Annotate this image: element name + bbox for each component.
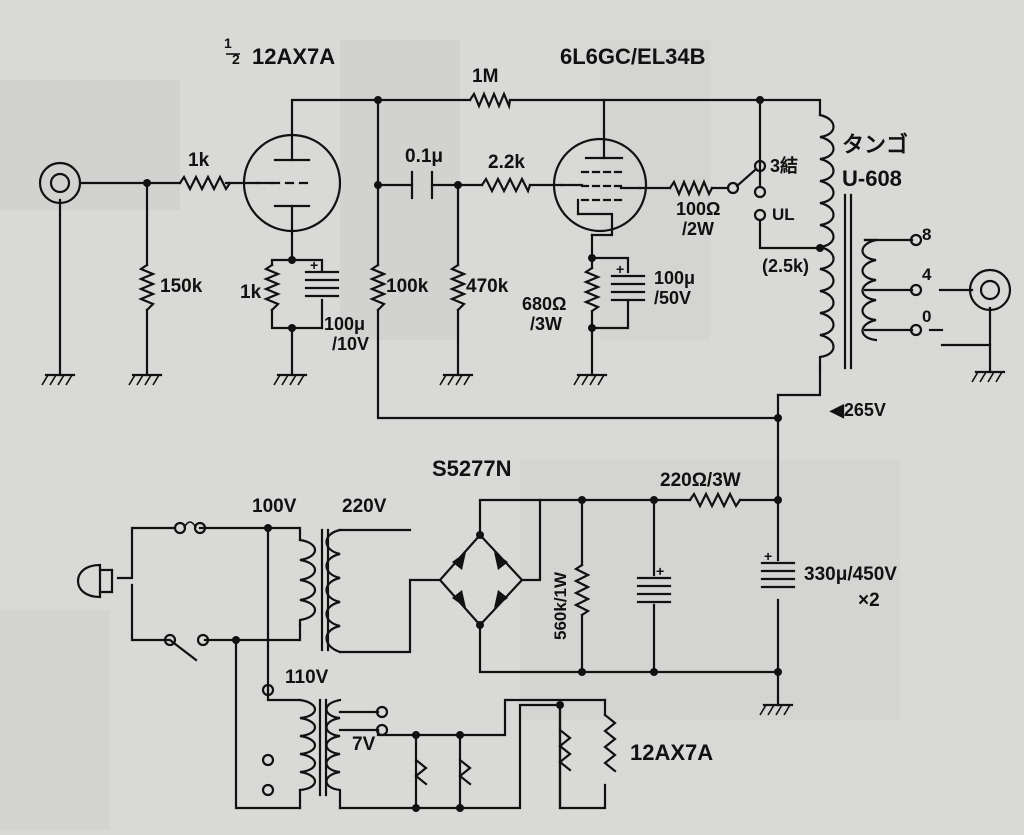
mode-switch-icon — [726, 159, 767, 222]
c-cathode2-label: 100μ/50V — [654, 268, 695, 308]
resistor-100k — [369, 263, 387, 312]
tap-4-label: 4 — [922, 265, 932, 284]
resistor-2-2k — [480, 176, 532, 194]
output-transformer-icon — [818, 113, 923, 370]
b-plus-label: ◀265V — [829, 400, 886, 420]
fuse-icon — [173, 521, 207, 535]
r-input-grid-label: 1k — [188, 150, 210, 171]
resistors — [138, 91, 742, 617]
r-input-shunt-label: 150k — [160, 276, 203, 297]
ground-symbols — [41, 370, 1006, 716]
resistor-560k — [573, 563, 591, 617]
triode-tube-icon — [242, 133, 342, 234]
ground-icon — [128, 373, 163, 386]
beam-tube-icon — [552, 130, 648, 237]
c-cathode1-label: 100μ/10V — [324, 314, 369, 354]
power-transformer-icon — [298, 528, 342, 654]
svg-text:+: + — [656, 563, 664, 579]
resistor-680ohm — [583, 266, 601, 313]
resistor-150k — [138, 263, 156, 312]
input-jack-icon — [38, 161, 82, 205]
heater-filament-icon — [414, 713, 617, 786]
r-cathode1-label: 1k — [240, 282, 262, 303]
capacitors: + + + + — [304, 170, 796, 604]
tube1-fraction-den: 2 — [232, 51, 240, 67]
r-plate1-label: 100k — [386, 276, 429, 297]
r-grid2-stop-label: 2.2k — [488, 152, 525, 173]
ground-icon — [41, 373, 76, 386]
c-coupling-label: 0.1μ — [405, 146, 443, 167]
bridge-rectifier-icon — [438, 531, 524, 629]
ground-icon — [439, 373, 474, 386]
svg-text:+: + — [616, 261, 624, 277]
tube1-fraction-num: 1 — [224, 35, 232, 51]
ground-icon — [759, 703, 794, 716]
v-secondary-label: 220V — [342, 496, 387, 517]
r-cathode2-label: 680Ω/3W — [522, 294, 566, 334]
ground-icon — [971, 370, 1006, 383]
heater-transformer-icon — [261, 683, 389, 810]
r-screen-label: 100Ω/2W — [676, 199, 720, 239]
component-labels: 1 2 12AX7A 6L6GC/EL34B 1M 1k 150k 1k 100… — [160, 35, 932, 765]
resistor-220ohm — [688, 491, 742, 509]
resistor-1k-cathode — [263, 263, 281, 312]
ot-model-label: U-608 — [842, 166, 902, 191]
v-110-label: 110V — [285, 667, 329, 688]
capacitor-100u-50v: + — [610, 261, 646, 302]
r-feedback-label: 1M — [472, 66, 498, 87]
rectifier-label: S5277N — [432, 456, 512, 481]
tube1-type-label: 12AX7A — [252, 44, 335, 69]
power-switch-icon — [163, 633, 210, 662]
c-filter-label: 330μ/450V×2 — [804, 564, 897, 611]
resistor-100ohm — [668, 179, 714, 197]
heater-tube-label: 12AX7A — [630, 740, 713, 765]
tube2-type-label: 6L6GC/EL34B — [560, 44, 706, 69]
capacitor-filter-1: + — [636, 563, 672, 604]
resistor-1k-grid — [178, 174, 232, 192]
r-bleeder-label: 560k/1W — [551, 571, 570, 640]
ground-icon — [573, 373, 608, 386]
ot-impedance-label: (2.5k) — [762, 256, 809, 276]
ground-icon — [273, 373, 308, 386]
capacitor-filter-2: + — [760, 548, 796, 589]
resistor-470k — [449, 263, 467, 312]
speaker-jack-icon — [968, 268, 1012, 312]
v-primary-label: 100V — [252, 496, 297, 517]
r-grid2-leak-label: 470k — [466, 276, 509, 297]
ot-brand-label: タンゴ — [842, 132, 908, 157]
capacitor-100u-10v: + — [304, 257, 340, 298]
svg-text:+: + — [764, 548, 772, 564]
background-book-text — [0, 40, 900, 830]
tap-8-label: 8 — [922, 225, 931, 244]
switch-ul-label: UL — [772, 205, 795, 224]
switch-triode-label: 3結 — [770, 155, 798, 176]
svg-text:+: + — [310, 257, 318, 273]
ac-plug-icon — [76, 563, 114, 599]
r-filter-label: 220Ω/3W — [660, 470, 741, 491]
capacitor-0-1u — [410, 170, 434, 200]
junction-dots — [143, 96, 824, 812]
v-heater-label: 7V — [352, 734, 376, 755]
resistor-1m — [468, 91, 512, 110]
tap-0-label: 0 — [922, 307, 931, 326]
